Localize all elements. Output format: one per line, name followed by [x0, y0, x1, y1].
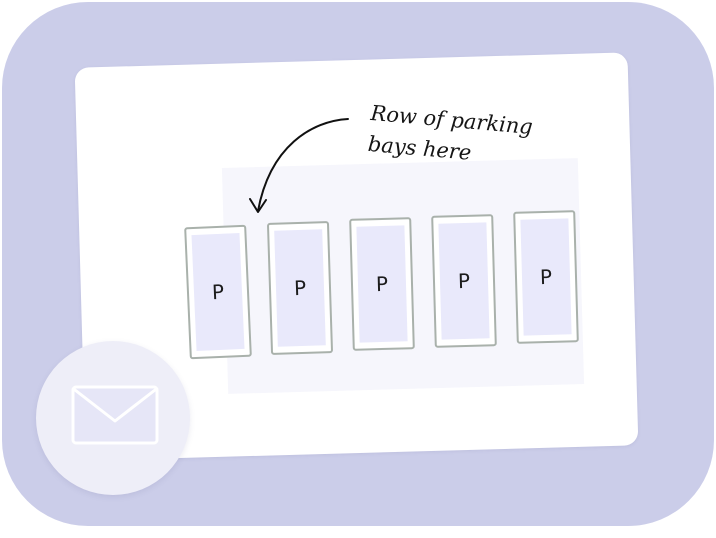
- parking-bay: P: [513, 210, 579, 344]
- parking-bay-label: P: [539, 264, 553, 290]
- parking-bay: P: [349, 217, 415, 351]
- envelope-icon: [71, 385, 159, 445]
- parking-bay: P: [184, 224, 252, 360]
- parking-bay-label: P: [457, 268, 471, 294]
- parking-bay-label: P: [293, 275, 307, 301]
- parking-bay-label: P: [211, 279, 225, 305]
- parking-bay: P: [431, 214, 497, 348]
- mail-bubble[interactable]: [36, 341, 190, 495]
- parking-bay-label: P: [375, 271, 389, 297]
- parking-bay: P: [266, 221, 334, 355]
